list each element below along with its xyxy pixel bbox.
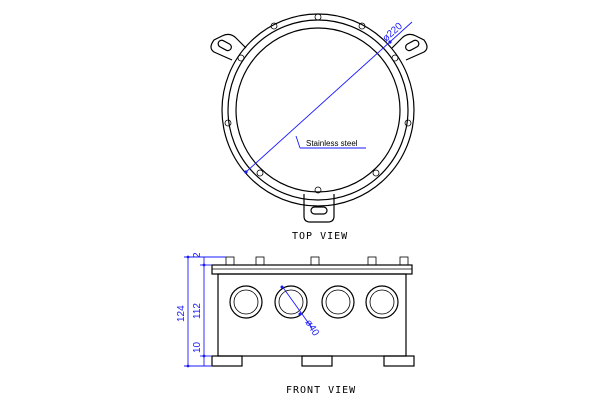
top-view: ø220 Stainless steel TOP VIEW [210,13,428,242]
top-view-title: TOP VIEW [292,231,348,242]
material-label: Stainless steel [306,139,358,148]
dim-total-label: 124 [176,305,187,322]
vertical-dimensions: 2 124 112 10 [176,252,226,368]
hole-diameter-label: ø40 [302,318,321,339]
dim-base-label: 10 [192,341,203,353]
mounting-ear-left [210,33,247,61]
bolt-holes [224,13,412,194]
hole-dimension: ø40 [280,285,321,339]
material-callout: Stainless steel [295,135,366,149]
front-view-title: FRONT VIEW [286,385,356,396]
mounting-feet [211,355,415,367]
top-bolts [225,256,409,266]
outer-flange-ring [221,13,415,207]
dim-body-label: 112 [192,303,203,319]
inner-opening [235,27,401,193]
mounting-ear-bottom [303,194,335,223]
dim-top-label: 2 [192,252,203,258]
mounting-ear-right [391,33,428,61]
front-view: ø40 2 124 112 10 FRONT VIEW [176,252,415,396]
outer-flange-ring-inner-edge [227,19,409,201]
diameter-label: ø220 [381,21,406,45]
top-plate [211,264,413,275]
cable-entry-holes [229,285,399,319]
